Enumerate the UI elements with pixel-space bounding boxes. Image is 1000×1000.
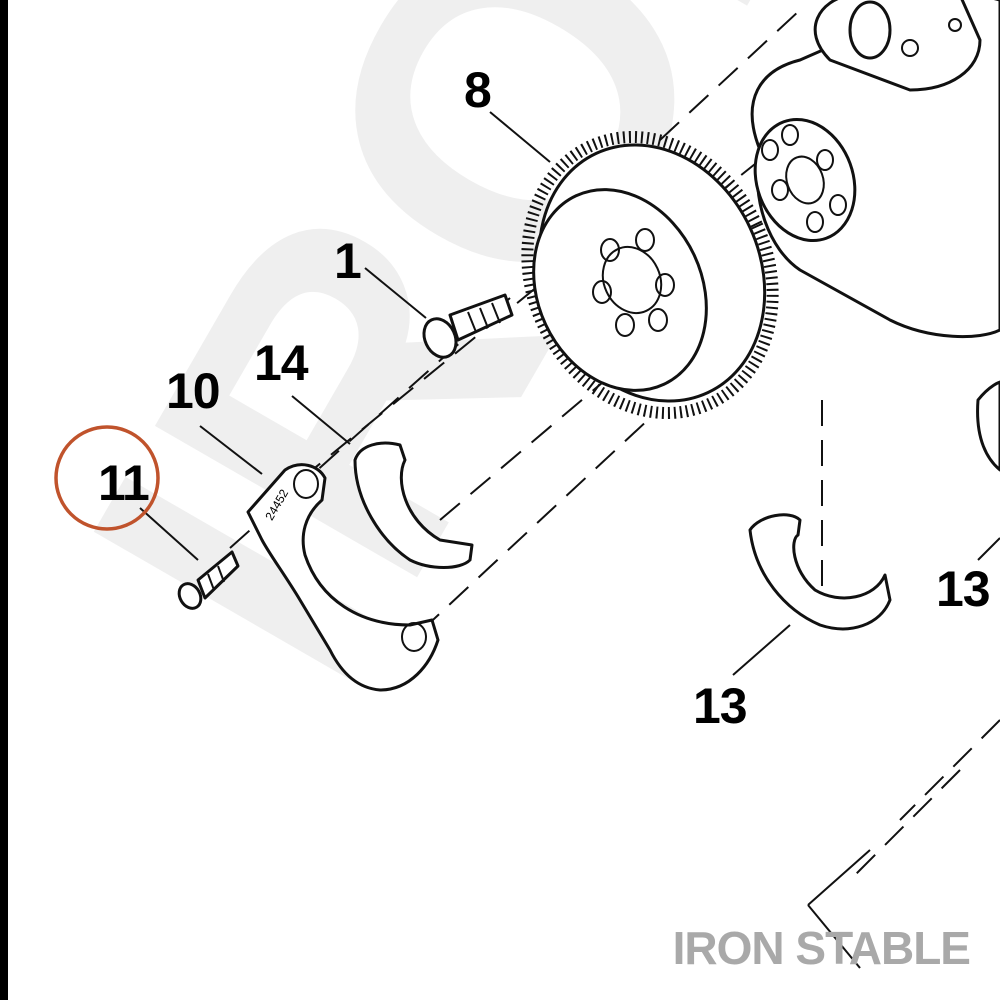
brand-wordmark: IRON STABLE	[672, 922, 971, 974]
left-edge-bar	[0, 0, 8, 1000]
callout-8: 8	[464, 62, 491, 118]
callout-1: 1	[334, 233, 361, 289]
crankshaft	[750, 0, 1000, 338]
bearing-insert-upper	[353, 441, 474, 569]
leader-lines	[139, 111, 1000, 676]
callout-14: 14	[254, 335, 309, 391]
callout-labels: 8 1 14 10 11 13 13	[98, 62, 991, 734]
callout-13-lower: 13	[693, 678, 747, 734]
frame-corner	[807, 849, 871, 969]
gear-bolt	[422, 293, 514, 359]
timing-gear	[521, 130, 779, 420]
cap-bolt	[177, 550, 240, 610]
bearing-cap: 24452	[246, 463, 440, 692]
callout-10: 10	[166, 363, 220, 419]
bearing-shell-partial	[976, 380, 1000, 472]
highlight-ring	[54, 425, 160, 531]
bearing-shell-lower	[748, 513, 892, 631]
callout-11: 11	[98, 455, 149, 511]
callout-13-right: 13	[936, 561, 990, 617]
